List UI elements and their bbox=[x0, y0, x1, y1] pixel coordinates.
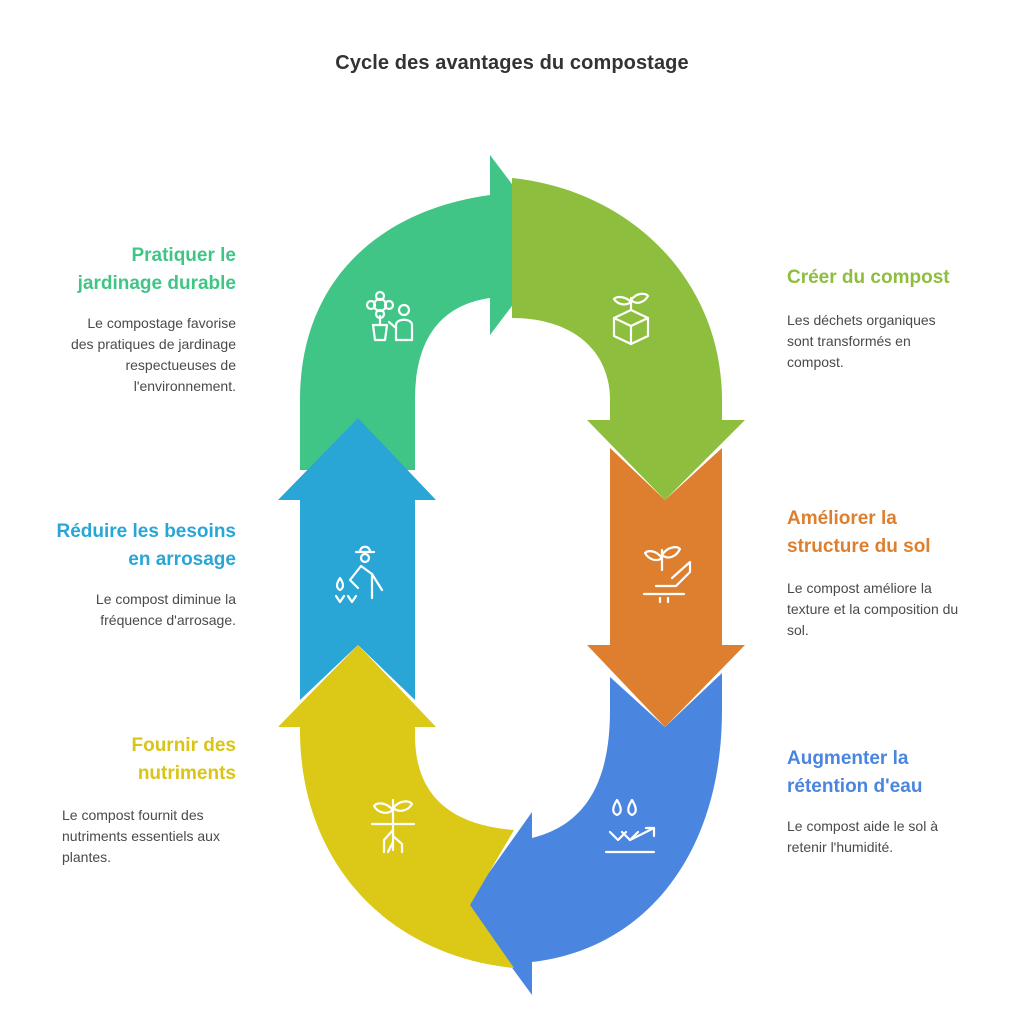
desc-line: l'environnement. bbox=[133, 378, 236, 394]
step-title-line: Réduire les besoins bbox=[56, 521, 236, 542]
step-desc-sustainable-gardening: Le compostage favorise des pratiques de … bbox=[71, 313, 236, 397]
step-desc-nutrients: Le compost fournit des nutriments essent… bbox=[62, 805, 220, 868]
flower-gardener-icon bbox=[365, 290, 414, 342]
desc-line: nutriments essentiels aux bbox=[62, 828, 220, 844]
step-title-water-retention: Augmenter la rétention d'eau bbox=[787, 745, 922, 801]
desc-line: Le compost améliore la bbox=[787, 580, 932, 596]
segment-cyan bbox=[278, 418, 436, 700]
desc-line: retenir l'humidité. bbox=[787, 839, 894, 855]
step-title-line: rétention d'eau bbox=[787, 776, 923, 797]
water-drops-growth-icon bbox=[604, 798, 656, 854]
step-desc-water-retention: Le compost aide le sol à retenir l'humid… bbox=[787, 816, 938, 858]
step-title-soil-structure: Améliorer la structure du sol bbox=[787, 505, 931, 561]
step-title-nutrients: Fournir des nutriments bbox=[131, 732, 236, 788]
step-title-line: Créer du compost bbox=[787, 267, 950, 288]
step-desc-create-compost: Les déchets organiques sont transformés … bbox=[787, 310, 936, 373]
step-title-sustainable-gardening: Pratiquer le jardinage durable bbox=[78, 242, 236, 298]
step-title-line: jardinage durable bbox=[77, 273, 236, 294]
desc-line: sont transformés en bbox=[787, 333, 911, 349]
step-title-line: Augmenter la bbox=[787, 748, 909, 769]
step-desc-watering: Le compost diminue la fréquence d'arrosa… bbox=[96, 589, 236, 631]
desc-line: Le compost fournit des bbox=[62, 807, 204, 823]
step-title-line: nutriments bbox=[137, 763, 236, 784]
desc-line: respectueuses de bbox=[125, 357, 236, 373]
desc-line: des pratiques de jardinage bbox=[70, 336, 236, 352]
step-title-line: structure du sol bbox=[787, 536, 931, 557]
desc-line: Le compost diminue la bbox=[95, 591, 236, 607]
desc-line: texture et la composition du bbox=[787, 601, 959, 617]
desc-line: plantes. bbox=[62, 849, 112, 865]
desc-line: sol. bbox=[787, 622, 809, 638]
desc-line: Le compost aide le sol à bbox=[787, 818, 938, 834]
step-title-watering: Réduire les besoins en arrosage bbox=[56, 518, 236, 574]
seedling-box-icon bbox=[612, 292, 650, 346]
desc-line: compost. bbox=[787, 354, 844, 370]
step-title-line: Fournir des bbox=[131, 735, 236, 756]
gardener-watering-icon bbox=[334, 545, 384, 604]
step-title-create-compost: Créer du compost bbox=[787, 264, 950, 292]
segment-green bbox=[300, 155, 558, 470]
desc-line: fréquence d'arrosage. bbox=[100, 612, 236, 628]
segment-lime bbox=[512, 178, 745, 500]
segment-orange bbox=[587, 448, 745, 727]
sprout-roots-icon bbox=[370, 798, 416, 854]
desc-line: Le compostage favorise bbox=[87, 315, 236, 331]
step-desc-soil-structure: Le compost améliore la texture et la com… bbox=[787, 578, 958, 641]
page-title: Cycle des avantages du compostage bbox=[335, 52, 689, 74]
segment-blue bbox=[466, 673, 722, 995]
plant-hand-icon bbox=[642, 546, 692, 604]
step-title-line: Pratiquer le bbox=[131, 245, 236, 266]
desc-line: Les déchets organiques bbox=[787, 312, 936, 328]
step-title-line: Améliorer la bbox=[787, 508, 897, 529]
step-title-line: en arrosage bbox=[128, 549, 236, 570]
